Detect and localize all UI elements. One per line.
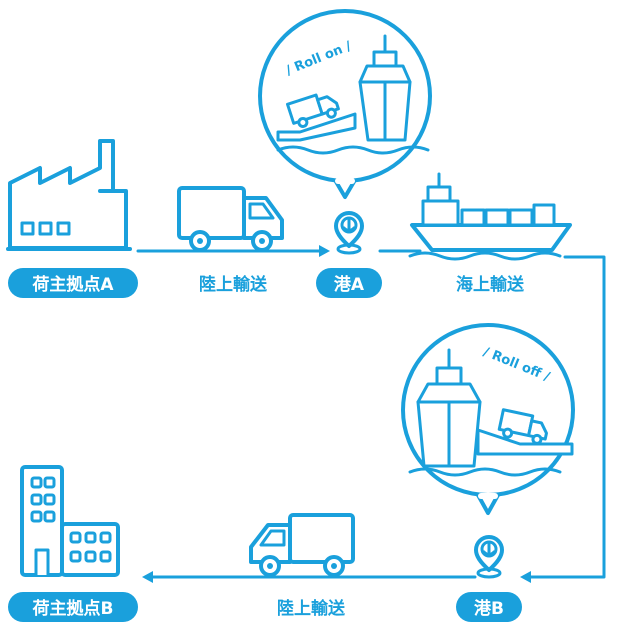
land-transport-bottom-label: 陸上輸送: [277, 598, 346, 619]
truck-icon-bottom: [249, 513, 355, 577]
shipper-b-label: 荷主拠点B: [33, 598, 114, 619]
port-a-label: 港A: [334, 274, 365, 295]
port-b-pin-icon: [474, 535, 504, 579]
port-b-label: 港B: [474, 598, 504, 619]
port-a-pin-icon: [334, 211, 364, 255]
port-b-pill: 港B: [456, 592, 522, 622]
flow-connectors: [136, 245, 606, 583]
shipper-a-pill: 荷主拠点A: [8, 268, 138, 298]
roll-off-callout: / Roll off /: [401, 323, 575, 515]
shipper-b-pill: 荷主拠点B: [8, 592, 138, 622]
port-a-pill: 港A: [316, 268, 382, 298]
shipper-a-label: 荷主拠点A: [32, 274, 114, 295]
roll-on-callout: / Roll on /: [258, 9, 432, 199]
truck-icon: [177, 186, 284, 252]
container-ship-icon: [408, 172, 572, 261]
factory-icon: [6, 139, 132, 251]
land-transport-top-label: 陸上輸送: [199, 274, 268, 295]
sea-transport-label: 海上輸送: [456, 274, 525, 295]
office-building-icon: [20, 465, 120, 577]
